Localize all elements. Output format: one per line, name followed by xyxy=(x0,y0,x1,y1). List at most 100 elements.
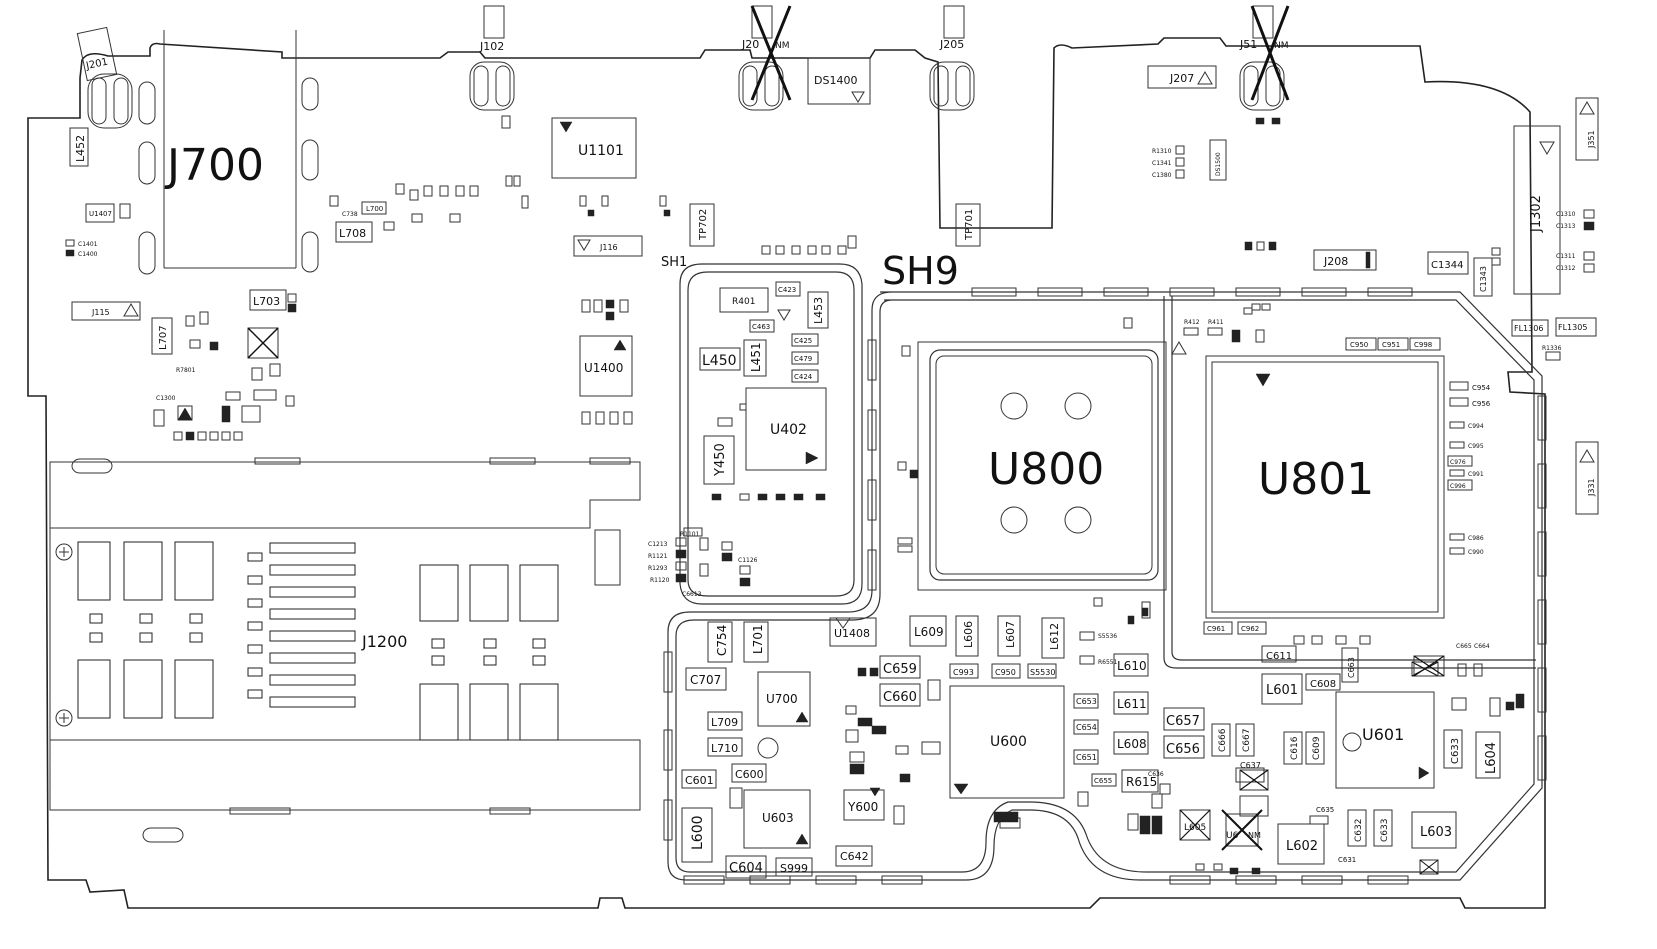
r615-label: R615 xyxy=(1126,775,1157,789)
c600-part xyxy=(731,763,767,783)
c707-label: C707 xyxy=(690,673,721,687)
lower-small-parts xyxy=(717,317,1525,875)
mount-hole-1 xyxy=(55,543,73,561)
c659-label: C659 xyxy=(883,662,917,677)
c1343-label: C1343 xyxy=(1479,266,1488,292)
c642-label: C642 xyxy=(840,850,869,863)
y450-part xyxy=(703,435,735,485)
tp701-label: TP701 xyxy=(964,209,975,241)
c463-label: C463 xyxy=(752,323,770,331)
j205-label: J205 xyxy=(939,38,964,51)
c993-label: C993 xyxy=(953,668,974,677)
c1126-label: C1126 xyxy=(738,557,758,564)
j1200-tab1 xyxy=(254,457,301,465)
c754-label: C754 xyxy=(715,625,729,656)
svg-text:C956: C956 xyxy=(1472,400,1491,408)
s999-part xyxy=(775,857,813,877)
l701-label: L701 xyxy=(751,624,765,654)
r1293-label: R1293 xyxy=(648,565,668,572)
l450-label: L450 xyxy=(702,353,737,369)
c423-label: C423 xyxy=(778,286,796,294)
svg-text:C990: C990 xyxy=(1468,549,1484,556)
j51-nm-label: NM xyxy=(1274,41,1289,51)
u603-label: U603 xyxy=(762,811,794,825)
l610-label: L610 xyxy=(1117,659,1147,673)
sh9-shield-inner xyxy=(675,299,1535,873)
l703-label: L703 xyxy=(253,295,280,308)
u1408-label: U1408 xyxy=(834,627,870,640)
u800-outline xyxy=(917,341,1167,591)
sh9-divider xyxy=(1163,296,1536,669)
c1311-label: C1311 xyxy=(1556,253,1576,260)
c425-label: C425 xyxy=(794,337,812,345)
c6613-label: C6613 xyxy=(682,591,702,598)
j1200-tab2 xyxy=(489,457,536,465)
c632-label: C632 xyxy=(1354,819,1364,842)
c655-label: C655 xyxy=(1094,777,1112,785)
l708-label: L708 xyxy=(339,227,366,240)
sh9-shield-outer xyxy=(667,291,1543,881)
r1336-label: R1336 xyxy=(1542,345,1562,352)
c951-label: C951 xyxy=(1382,341,1400,349)
c738-label: C738 xyxy=(342,211,358,218)
l606-label: L606 xyxy=(962,621,975,648)
c664-label: C664 xyxy=(1474,643,1490,650)
j331-label: J331 xyxy=(1587,478,1596,497)
c604-label: C604 xyxy=(729,861,763,876)
j700-slots xyxy=(138,77,319,275)
j201-connector xyxy=(76,26,133,129)
r1101-label: R1101 xyxy=(680,531,700,538)
c660-part xyxy=(879,683,921,707)
j20-connector xyxy=(738,5,792,111)
c961-label: C961 xyxy=(1207,625,1225,633)
r411-label: R411 xyxy=(1208,319,1224,326)
s5536-label: S5536 xyxy=(1098,633,1117,640)
c600-label: C600 xyxy=(735,768,764,781)
s999-label: S999 xyxy=(780,862,808,875)
u1400-chip xyxy=(579,335,633,397)
c637-label: C637 xyxy=(1240,761,1261,770)
r7801-label: R7801 xyxy=(176,367,196,374)
c962-label: C962 xyxy=(1241,625,1259,633)
l603-label: L603 xyxy=(1420,825,1452,840)
sim-pads-right xyxy=(419,564,559,741)
l602-label: L602 xyxy=(1286,839,1318,854)
c660-label: C660 xyxy=(883,690,917,705)
u1101-label: U1101 xyxy=(578,143,624,159)
c654-label: C654 xyxy=(1076,723,1097,732)
l710-part xyxy=(707,737,743,757)
svg-text:C996: C996 xyxy=(1450,483,1466,490)
c707-part xyxy=(685,667,727,691)
c1313-label: C1313 xyxy=(1556,223,1576,230)
c754-part xyxy=(707,621,733,663)
j1302-part xyxy=(1513,125,1561,295)
l700-label: L700 xyxy=(366,205,383,213)
u601-chip xyxy=(1335,691,1435,789)
u1407-label: U1407 xyxy=(89,210,112,218)
u6-label: U6 xyxy=(1226,831,1239,841)
l452-part xyxy=(69,127,89,167)
c1400-label: C1400 xyxy=(78,251,98,258)
c633-label: C633 xyxy=(1450,738,1461,764)
fl1305-label: FL1305 xyxy=(1558,323,1587,332)
j205-connector xyxy=(929,5,975,111)
l453-part xyxy=(807,291,829,329)
c609-label: C609 xyxy=(1312,736,1322,760)
c631-label: C631 xyxy=(1338,856,1356,864)
c1344-label: C1344 xyxy=(1431,260,1463,271)
svg-text:C986: C986 xyxy=(1468,535,1484,542)
u402-chip xyxy=(745,387,827,471)
svg-text:C995: C995 xyxy=(1468,443,1484,450)
y600-label: Y600 xyxy=(847,800,878,814)
j102-connector xyxy=(469,5,515,111)
r412-label: R412 xyxy=(1184,319,1200,326)
c653-label: C653 xyxy=(1076,697,1097,706)
c424-label: C424 xyxy=(794,373,813,381)
c1380-label: C1380 xyxy=(1152,172,1172,179)
c601-part xyxy=(681,769,717,789)
j116-label: J116 xyxy=(599,243,618,252)
r401-part xyxy=(719,287,769,313)
l700-part xyxy=(361,201,387,215)
c608-label: C608 xyxy=(1310,679,1336,690)
l605-label: L605 xyxy=(1184,823,1206,833)
